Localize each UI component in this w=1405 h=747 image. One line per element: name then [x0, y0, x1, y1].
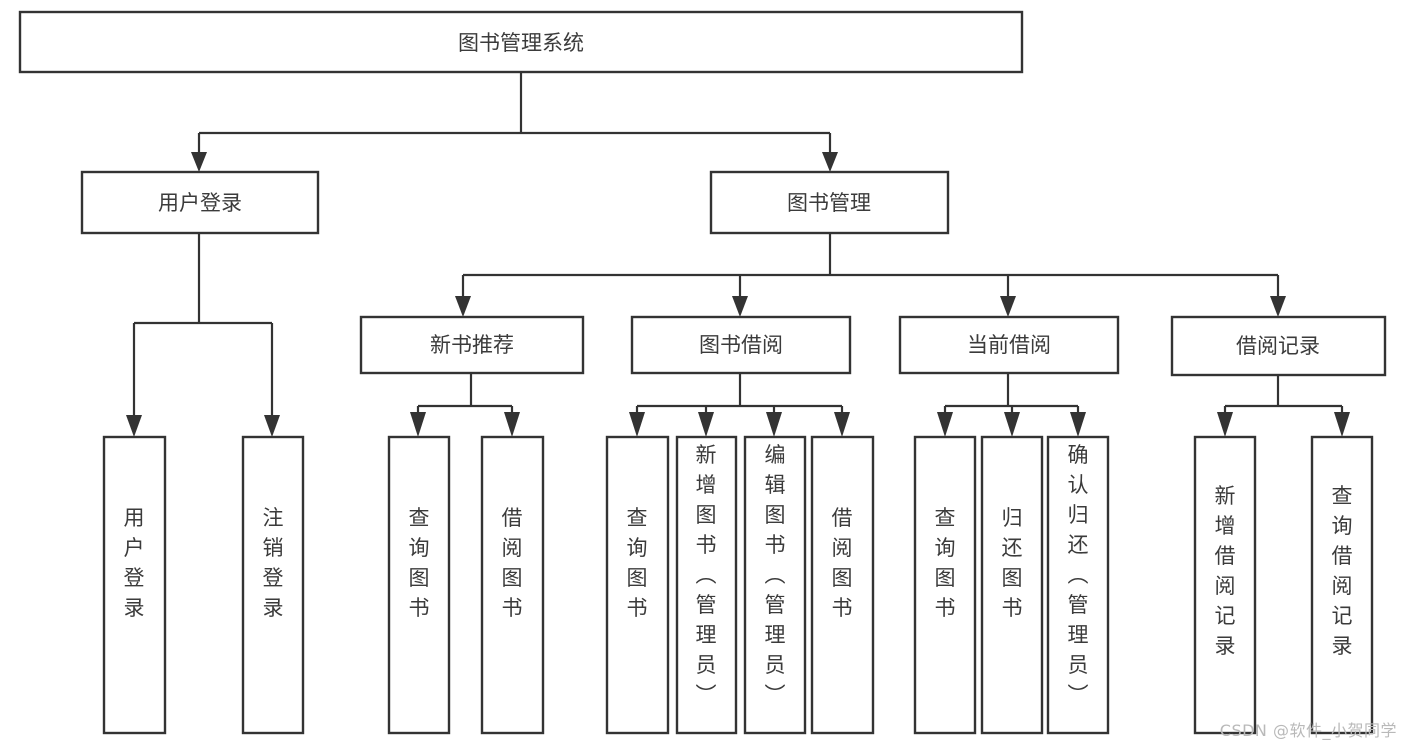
node-user-login[interactable]: 用户登录 — [80, 170, 320, 235]
arrow-to-user-login — [191, 152, 207, 172]
leaf-newbook-borrow-book-label: 借阅图书 — [502, 506, 523, 620]
node-book-borrow-box[interactable] — [630, 315, 852, 375]
arrow-to-newbook — [455, 296, 471, 317]
leaf-borrow-query-book[interactable]: 查询图书 — [605, 435, 670, 735]
leaf-current-query-book-box[interactable] — [913, 435, 977, 735]
leaf-logout-login-box[interactable] — [241, 435, 305, 735]
node-book-borrow[interactable]: 图书借阅 — [630, 315, 852, 375]
node-user-login-box[interactable] — [80, 170, 320, 235]
leaf-current-confirm-return-admin-label: 确认归还︵管理员︶ — [1068, 443, 1089, 707]
node-root[interactable]: 图书管理系统 — [18, 10, 1024, 74]
node-user-login-label: 用户登录 — [158, 191, 242, 215]
leaf-borrow-add-book-admin-box[interactable] — [675, 435, 738, 735]
node-book-management-box[interactable] — [709, 170, 950, 235]
node-book-borrow-label: 图书借阅 — [699, 333, 783, 357]
leaf-record-query-record-box[interactable] — [1310, 435, 1374, 735]
leaf-borrow-borrow-book-label: 借阅图书 — [832, 506, 853, 620]
leaf-record-add-record-label: 新增借阅记录 — [1215, 484, 1236, 658]
arrow-to-borrow — [732, 296, 748, 317]
leaf-current-confirm-return-admin-box[interactable] — [1046, 435, 1110, 735]
leaf-newbook-query-book-label: 查询图书 — [409, 506, 430, 620]
leaf-newbook-query-book-box[interactable] — [387, 435, 451, 735]
leaf-current-query-book-label: 查询图书 — [935, 506, 956, 620]
leaf-borrow-borrow-book-box[interactable] — [810, 435, 875, 735]
leaf-record-query-record-label: 查询借阅记录 — [1332, 484, 1353, 658]
node-book-management[interactable]: 图书管理 — [709, 170, 950, 235]
leaf-borrow-edit-book-admin[interactable]: 编辑图书︵管理员︶ — [743, 435, 807, 735]
arrow-borrow-leaf1 — [629, 412, 645, 437]
leaf-borrow-edit-book-admin-box[interactable] — [743, 435, 807, 735]
leaf-newbook-borrow-book-box[interactable] — [480, 435, 545, 735]
leaf-borrow-add-book-admin[interactable]: 新增图书︵管理员︶ — [675, 435, 738, 735]
leaf-newbook-query-book[interactable]: 查询图书 — [387, 435, 451, 735]
arrow-newbook-leaf1 — [410, 412, 426, 437]
node-root-label: 图书管理系统 — [458, 31, 584, 55]
leaf-record-add-record-box[interactable] — [1193, 435, 1257, 735]
arrow-record-leaf2 — [1334, 412, 1350, 437]
arrow-to-book-mgmt — [822, 152, 838, 172]
leaf-record-add-record[interactable]: 新增借阅记录 — [1193, 435, 1257, 735]
leaf-current-return-book-label: 归还图书 — [1002, 506, 1023, 620]
arrow-borrow-leaf2 — [698, 412, 714, 437]
leaf-user-login-label: 用户登录 — [124, 506, 145, 620]
leaf-current-query-book[interactable]: 查询图书 — [913, 435, 977, 735]
leaf-logout-login-label: 注销登录 — [263, 506, 284, 620]
arrow-to-record — [1270, 296, 1286, 317]
leaf-logout-login[interactable]: 注销登录 — [241, 435, 305, 735]
leaf-borrow-query-book-label: 查询图书 — [627, 506, 648, 620]
arrow-leaf-user-login — [126, 415, 142, 437]
node-current-borrow-label: 当前借阅 — [967, 333, 1051, 357]
leaf-current-return-book[interactable]: 归还图书 — [980, 435, 1044, 735]
arrow-leaf-logout-login — [264, 415, 280, 437]
node-new-book-recommend[interactable]: 新书推荐 — [359, 315, 585, 375]
leaf-current-return-book-box[interactable] — [980, 435, 1044, 735]
leaf-user-login[interactable]: 用户登录 — [102, 435, 167, 735]
leaf-borrow-borrow-book[interactable]: 借阅图书 — [810, 435, 875, 735]
arrow-borrow-leaf3 — [766, 412, 782, 437]
arrow-newbook-leaf2 — [504, 412, 520, 437]
leaf-borrow-query-book-box[interactable] — [605, 435, 670, 735]
leaf-borrow-edit-book-admin-label: 编辑图书︵管理员︶ — [765, 443, 786, 707]
node-new-book-recommend-box[interactable] — [359, 315, 585, 375]
node-borrow-record-label: 借阅记录 — [1236, 334, 1320, 358]
leaf-borrow-add-book-admin-label: 新增图书︵管理员︶ — [696, 443, 717, 707]
arrow-record-leaf1 — [1217, 412, 1233, 437]
arrow-current-leaf3 — [1070, 412, 1086, 437]
arrow-borrow-leaf4 — [834, 412, 850, 437]
leaf-newbook-borrow-book[interactable]: 借阅图书 — [480, 435, 545, 735]
leaf-user-login-box[interactable] — [102, 435, 167, 735]
node-current-borrow-box[interactable] — [898, 315, 1120, 375]
arrow-current-leaf1 — [937, 412, 953, 437]
connector-layer — [126, 72, 1350, 437]
node-borrow-record[interactable]: 借阅记录 — [1170, 315, 1387, 377]
node-current-borrow[interactable]: 当前借阅 — [898, 315, 1120, 375]
leaf-record-query-record[interactable]: 查询借阅记录 — [1310, 435, 1374, 735]
arrow-current-leaf2 — [1004, 412, 1020, 437]
arrow-to-current — [1000, 296, 1016, 317]
node-new-book-recommend-label: 新书推荐 — [430, 333, 514, 357]
node-root-box[interactable] — [18, 10, 1024, 74]
node-borrow-record-box[interactable] — [1170, 315, 1387, 377]
node-book-management-label: 图书管理 — [787, 191, 871, 215]
leaf-current-confirm-return-admin[interactable]: 确认归还︵管理员︶ — [1046, 435, 1110, 735]
